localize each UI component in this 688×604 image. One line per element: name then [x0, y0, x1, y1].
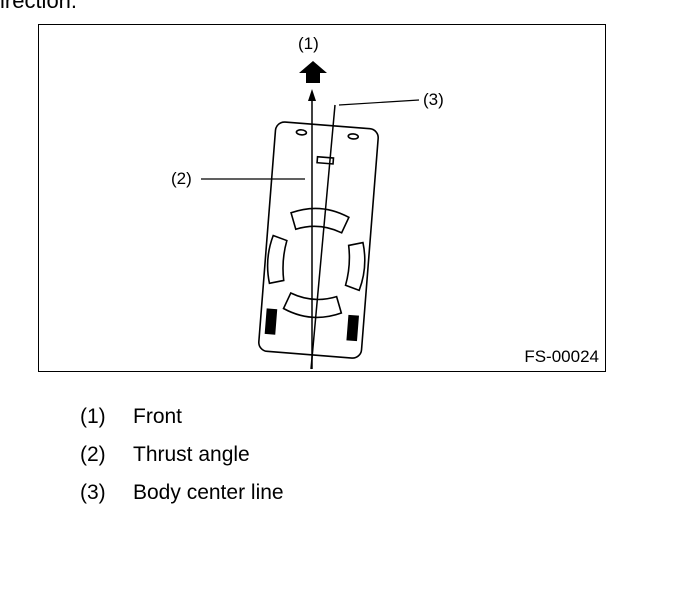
legend-label: Thrust angle: [133, 443, 250, 466]
front-arrow-icon: [299, 61, 327, 83]
legend-label: Front: [133, 405, 183, 428]
legend-item: (2) Thrust angle: [80, 436, 284, 474]
alignment-figure: (1) (2) (3) FS-00024: [38, 24, 606, 372]
vehicle-outline: [258, 121, 379, 359]
vehicle-diagram: [201, 61, 420, 370]
callout-front: (1): [298, 34, 319, 53]
thrust-arrowhead: [308, 89, 316, 101]
legend-list: (1) Front (2) Thrust angle (3) Body cent…: [80, 398, 284, 512]
legend-item: (1) Front: [80, 398, 284, 436]
legend-label: Body center line: [133, 481, 284, 504]
legend-number: (1): [80, 405, 106, 428]
legend-number: (2): [80, 443, 106, 466]
body-center-line: [310, 104, 336, 370]
intro-text-fragment: irection.: [0, 0, 78, 13]
legend-item: (3) Body center line: [80, 474, 284, 512]
callout-body-center-line: (3): [423, 90, 444, 109]
figure-id: FS-00024: [524, 347, 599, 366]
legend-number: (3): [80, 481, 106, 504]
callout-thrust-angle: (2): [171, 169, 192, 188]
